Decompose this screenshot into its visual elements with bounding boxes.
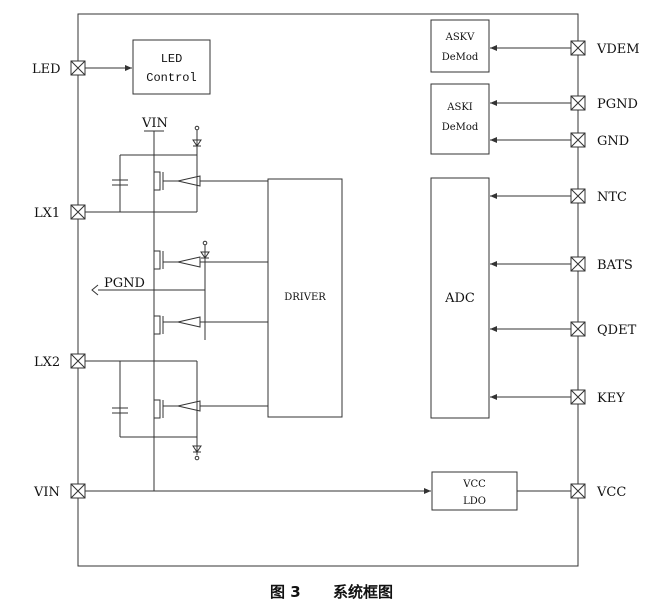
svg-text:DeMod: DeMod — [442, 122, 479, 133]
vin-rail-label: VIN — [141, 116, 168, 131]
pin-label-led: LED — [32, 62, 61, 77]
pin-label-lx2: LX2 — [34, 355, 60, 370]
pin-vcc: VCC — [570, 483, 626, 500]
pin-qdet: QDET — [570, 321, 637, 338]
svg-text:DeMod: DeMod — [442, 52, 479, 63]
svg-text:Control: Control — [146, 71, 196, 85]
svg-text:ADC: ADC — [444, 291, 475, 306]
pin-gnd: GND — [570, 132, 629, 149]
pin-vdem: VDEM — [570, 40, 640, 57]
pin-led: LED — [32, 60, 86, 77]
aski-demod-block: ASKI DeMod — [430, 83, 490, 155]
power-stage: VIN PG — [85, 116, 268, 491]
pin-label-key: KEY — [597, 391, 625, 406]
pin-ntc: NTC — [570, 188, 627, 205]
pin-label-vdem: VDEM — [596, 42, 640, 57]
chip-outline — [77, 13, 579, 567]
pin-key: KEY — [570, 389, 625, 406]
svg-text:LDO: LDO — [463, 496, 486, 507]
vcc-ldo-block: VCC LDO — [431, 471, 518, 511]
svg-text:ASKI: ASKI — [446, 102, 473, 113]
pgnd-node-label: PGND — [104, 276, 145, 291]
pin-vin: VIN — [33, 483, 86, 500]
svg-text:DRIVER: DRIVER — [284, 292, 326, 303]
figure-number: 图 3 — [270, 583, 301, 601]
svg-text:ASKV: ASKV — [445, 32, 476, 43]
pin-lx1: LX1 — [34, 204, 86, 221]
signal-arrows — [85, 45, 571, 494]
pin-pgnd: PGND — [570, 95, 638, 112]
adc-block: ADC — [430, 177, 490, 419]
pin-bats: BATS — [570, 256, 633, 273]
svg-text:LED: LED — [161, 52, 183, 66]
pin-label-pgnd: PGND — [597, 97, 638, 112]
svg-text:VCC: VCC — [462, 479, 486, 490]
pin-label-gnd: GND — [597, 134, 629, 149]
pin-label-vcc: VCC — [596, 485, 626, 500]
pin-label-lx1: LX1 — [34, 206, 60, 221]
driver-block: DRIVER — [267, 178, 343, 418]
pin-lx2: LX2 — [34, 353, 86, 370]
pin-label-qdet: QDET — [597, 323, 637, 338]
pin-label-ntc: NTC — [597, 190, 627, 205]
figure-title: 系统框图 — [333, 583, 393, 601]
askv-demod-block: ASKV DeMod — [430, 19, 490, 73]
pin-label-bats: BATS — [597, 258, 633, 273]
led-control-block: LED Control — [132, 39, 211, 95]
pin-label-vin: VIN — [33, 485, 60, 500]
